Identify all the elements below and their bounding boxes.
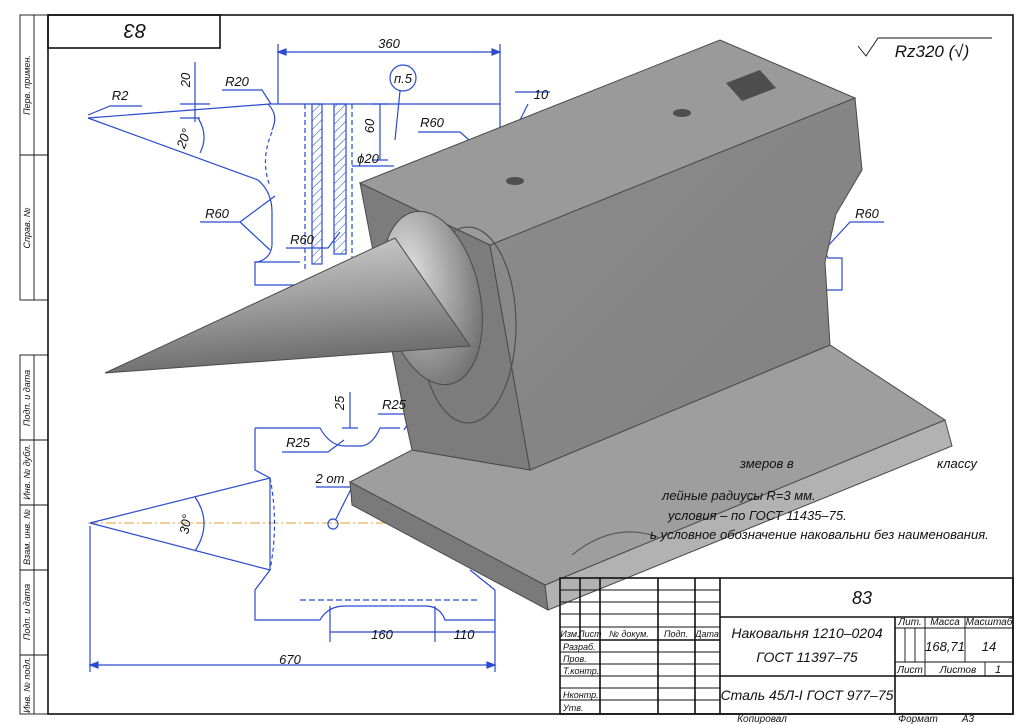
tb-col-sign: Подп. [664, 629, 688, 639]
dim-20: 20 [178, 72, 193, 88]
dim-r60-top: R60 [420, 115, 445, 130]
tb-copied: Копировал [737, 714, 787, 725]
header-code-box [47, 14, 221, 49]
tb-sheets: 1 [995, 664, 1001, 676]
dim-10: 10 [534, 87, 549, 102]
dim-r60-right: R60 [855, 206, 880, 221]
header-code: 83 [124, 19, 146, 41]
tb-format-label: Формат [898, 714, 938, 725]
note-ref-p5: п.5 [394, 71, 413, 86]
dim-25: 25 [332, 395, 347, 411]
dim-r20: R20 [225, 74, 250, 89]
tb-role-norm-control: Нконтр. [563, 690, 599, 700]
dim-60: 60 [362, 118, 377, 133]
side-label-sign-date: Подп. и дата [22, 370, 32, 426]
note-line-2: лейные радиусы R=3 мм. [661, 488, 816, 503]
tb-role-checker: Пров. [563, 654, 587, 664]
tb-col-sheet: Лист [577, 629, 602, 639]
pritchel-hole [673, 109, 691, 117]
roughness-symbol [857, 37, 992, 57]
dim-r60-left: R60 [205, 206, 230, 221]
side-label-orig-inv: Инв. № подл. [22, 657, 32, 713]
sheet-frame [19, 14, 1014, 715]
dim-r25-left: R25 [286, 435, 311, 450]
tb-col-date: Дата [694, 629, 719, 639]
bottom-view-lines [88, 392, 560, 672]
dim-phi20: ϕ20 [357, 151, 379, 166]
dim-110: 110 [454, 627, 475, 642]
note-line-4: ь условное обозначение наковальни без на… [650, 527, 989, 542]
tb-mass: 168,71 [925, 639, 965, 654]
tb-scale-label: Масштаб [966, 616, 1013, 628]
hardy-hole [726, 70, 776, 101]
note-line-1a: змеров в [739, 456, 794, 471]
tb-role-approved: Утв. [562, 703, 583, 713]
body-front-face [489, 97, 863, 471]
dim-angle-20: 20° [173, 127, 194, 152]
dim-r2: R2 [112, 88, 129, 103]
tb-material: Сталь 45Л-I ГОСТ 977–75 [721, 687, 894, 703]
tb-col-doc: № докум. [609, 629, 649, 639]
dim-angle-30: 30° [176, 513, 194, 535]
dim-r60-lower: R60 [290, 232, 315, 247]
note-line-1b: классу [937, 456, 979, 471]
text-layer: 83 Rz320 (√) Перв. примен. Справ. № Подп… [22, 19, 1013, 725]
tb-designation: 83 [852, 588, 872, 608]
dim-160: 160 [371, 627, 393, 642]
side-label-dup-inv: Инв. № дубл. [22, 444, 32, 499]
side-label-sign-date-2: Подп. и дата [22, 584, 32, 640]
tb-sheets-label: Листов [939, 665, 976, 676]
tb-role-developer: Разраб. [563, 642, 596, 652]
tb-lit-label: Лит. [897, 617, 921, 628]
dim-two-holes: 2 от [315, 471, 345, 486]
side-label-reference: Справ. № [22, 207, 32, 248]
dim-r25-right: R25 [382, 397, 407, 412]
side-label-replace-inv: Взам. инв. № [22, 509, 32, 565]
title-block-lines [559, 577, 1014, 715]
tb-standard: ГОСТ 11397–75 [756, 649, 858, 665]
tb-format: А3 [961, 714, 975, 725]
tb-name: Наковальня 1210–0204 [731, 625, 883, 641]
dim-360: 360 [378, 36, 400, 51]
horn [104, 237, 471, 374]
anvil-3d-render [104, 39, 953, 611]
tb-scale: 14 [982, 639, 996, 654]
tb-sheet-label: Лист [896, 665, 923, 676]
note-line-3: условия – по ГОСТ 11435–75. [667, 508, 847, 523]
tb-mass-label: Масса [930, 617, 960, 628]
tb-col-change: Изм. [560, 629, 579, 639]
dim-670: 670 [279, 652, 301, 667]
pritchel-hole [506, 177, 524, 185]
tb-role-tech-control: Т.контр. [563, 666, 599, 676]
side-label-first-use: Перв. примен. [22, 55, 32, 115]
roughness-value: Rz320 (√) [895, 42, 970, 61]
